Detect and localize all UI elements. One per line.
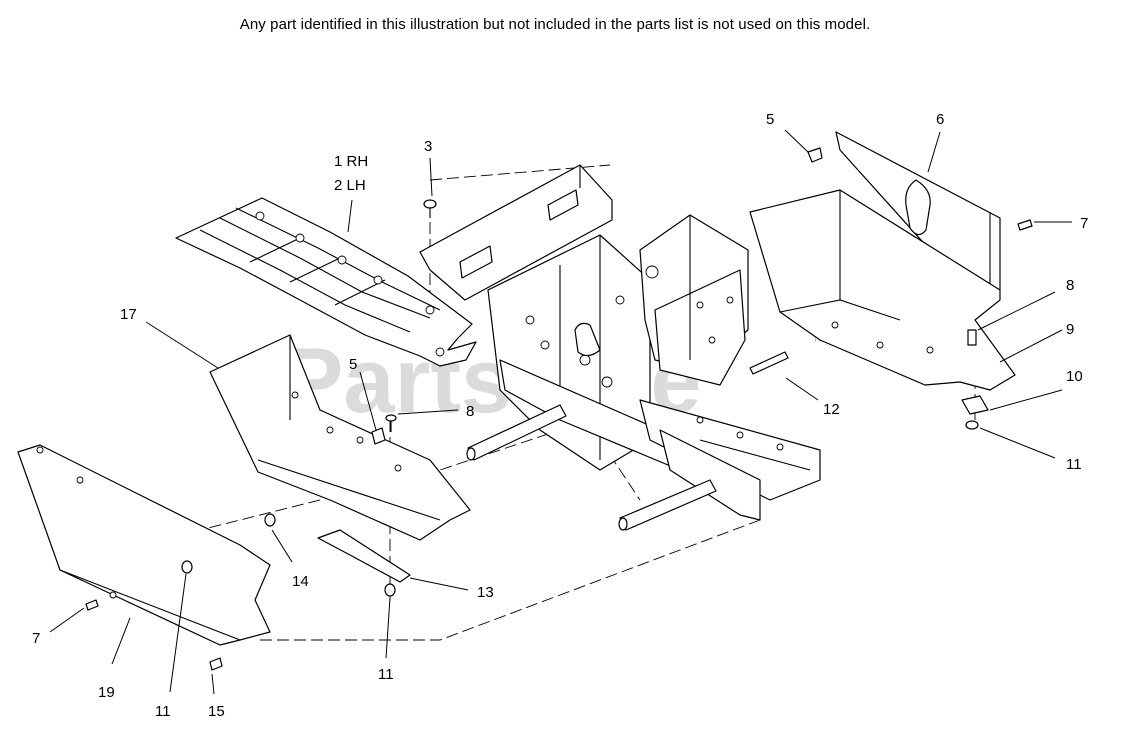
callout-8-right: 8 <box>1066 277 1074 294</box>
callout-9: 9 <box>1066 321 1074 338</box>
callout-3: 3 <box>424 138 432 155</box>
side-shield-part <box>17 444 271 646</box>
leader-lines <box>49 129 1072 695</box>
floor-pan-part <box>749 189 1016 391</box>
callout-17: 17 <box>120 306 137 323</box>
bracket-part-13 <box>317 529 411 583</box>
side-panel-part <box>209 334 471 541</box>
nut-part-left <box>181 560 193 574</box>
callout-13: 13 <box>477 584 494 601</box>
bolt-part-left <box>85 599 99 611</box>
callout-8-left: 8 <box>466 403 474 420</box>
callout-11-right: 11 <box>1066 456 1082 473</box>
nut-part-center <box>384 583 396 597</box>
callout-5-left: 5 <box>349 356 357 373</box>
callout-5-top: 5 <box>766 111 774 128</box>
callout-labels: 1 RH 2 LH 3 5 6 7 8 9 10 11 12 17 5 8 14… <box>32 111 1088 720</box>
clip-part-top <box>807 147 823 163</box>
frame-upper-plate <box>419 164 613 301</box>
bolt-part-12 <box>749 351 789 375</box>
washer-part <box>264 513 276 527</box>
bolt-part-right-8 <box>967 329 977 346</box>
screw-part-left <box>385 414 397 432</box>
callout-7-right: 7 <box>1080 215 1088 232</box>
nut-part-right <box>965 420 979 430</box>
callout-11-center: 11 <box>378 666 394 683</box>
callout-19: 19 <box>98 684 115 701</box>
bolt-part-right <box>1017 219 1033 231</box>
callout-12: 12 <box>823 401 840 418</box>
callout-1-rh: 1 RH <box>334 153 368 170</box>
callout-15: 15 <box>208 703 225 720</box>
callout-14: 14 <box>292 573 309 590</box>
clip-part-left <box>371 427 386 445</box>
callout-7-left: 7 <box>32 630 40 647</box>
callout-11-left: 11 <box>155 703 171 720</box>
callout-6: 6 <box>936 111 944 128</box>
rods-part <box>466 404 717 531</box>
bolt-part-15 <box>209 657 223 671</box>
cover-part <box>835 131 1001 301</box>
frame-rails-part <box>499 359 821 521</box>
callout-10: 10 <box>1066 368 1083 385</box>
bracket-part <box>961 395 989 415</box>
running-board-part <box>175 197 477 367</box>
screw-part <box>423 199 437 218</box>
illustration-note: Any part identified in this illustration… <box>239 16 871 33</box>
callout-2-lh: 2 LH <box>334 177 366 194</box>
